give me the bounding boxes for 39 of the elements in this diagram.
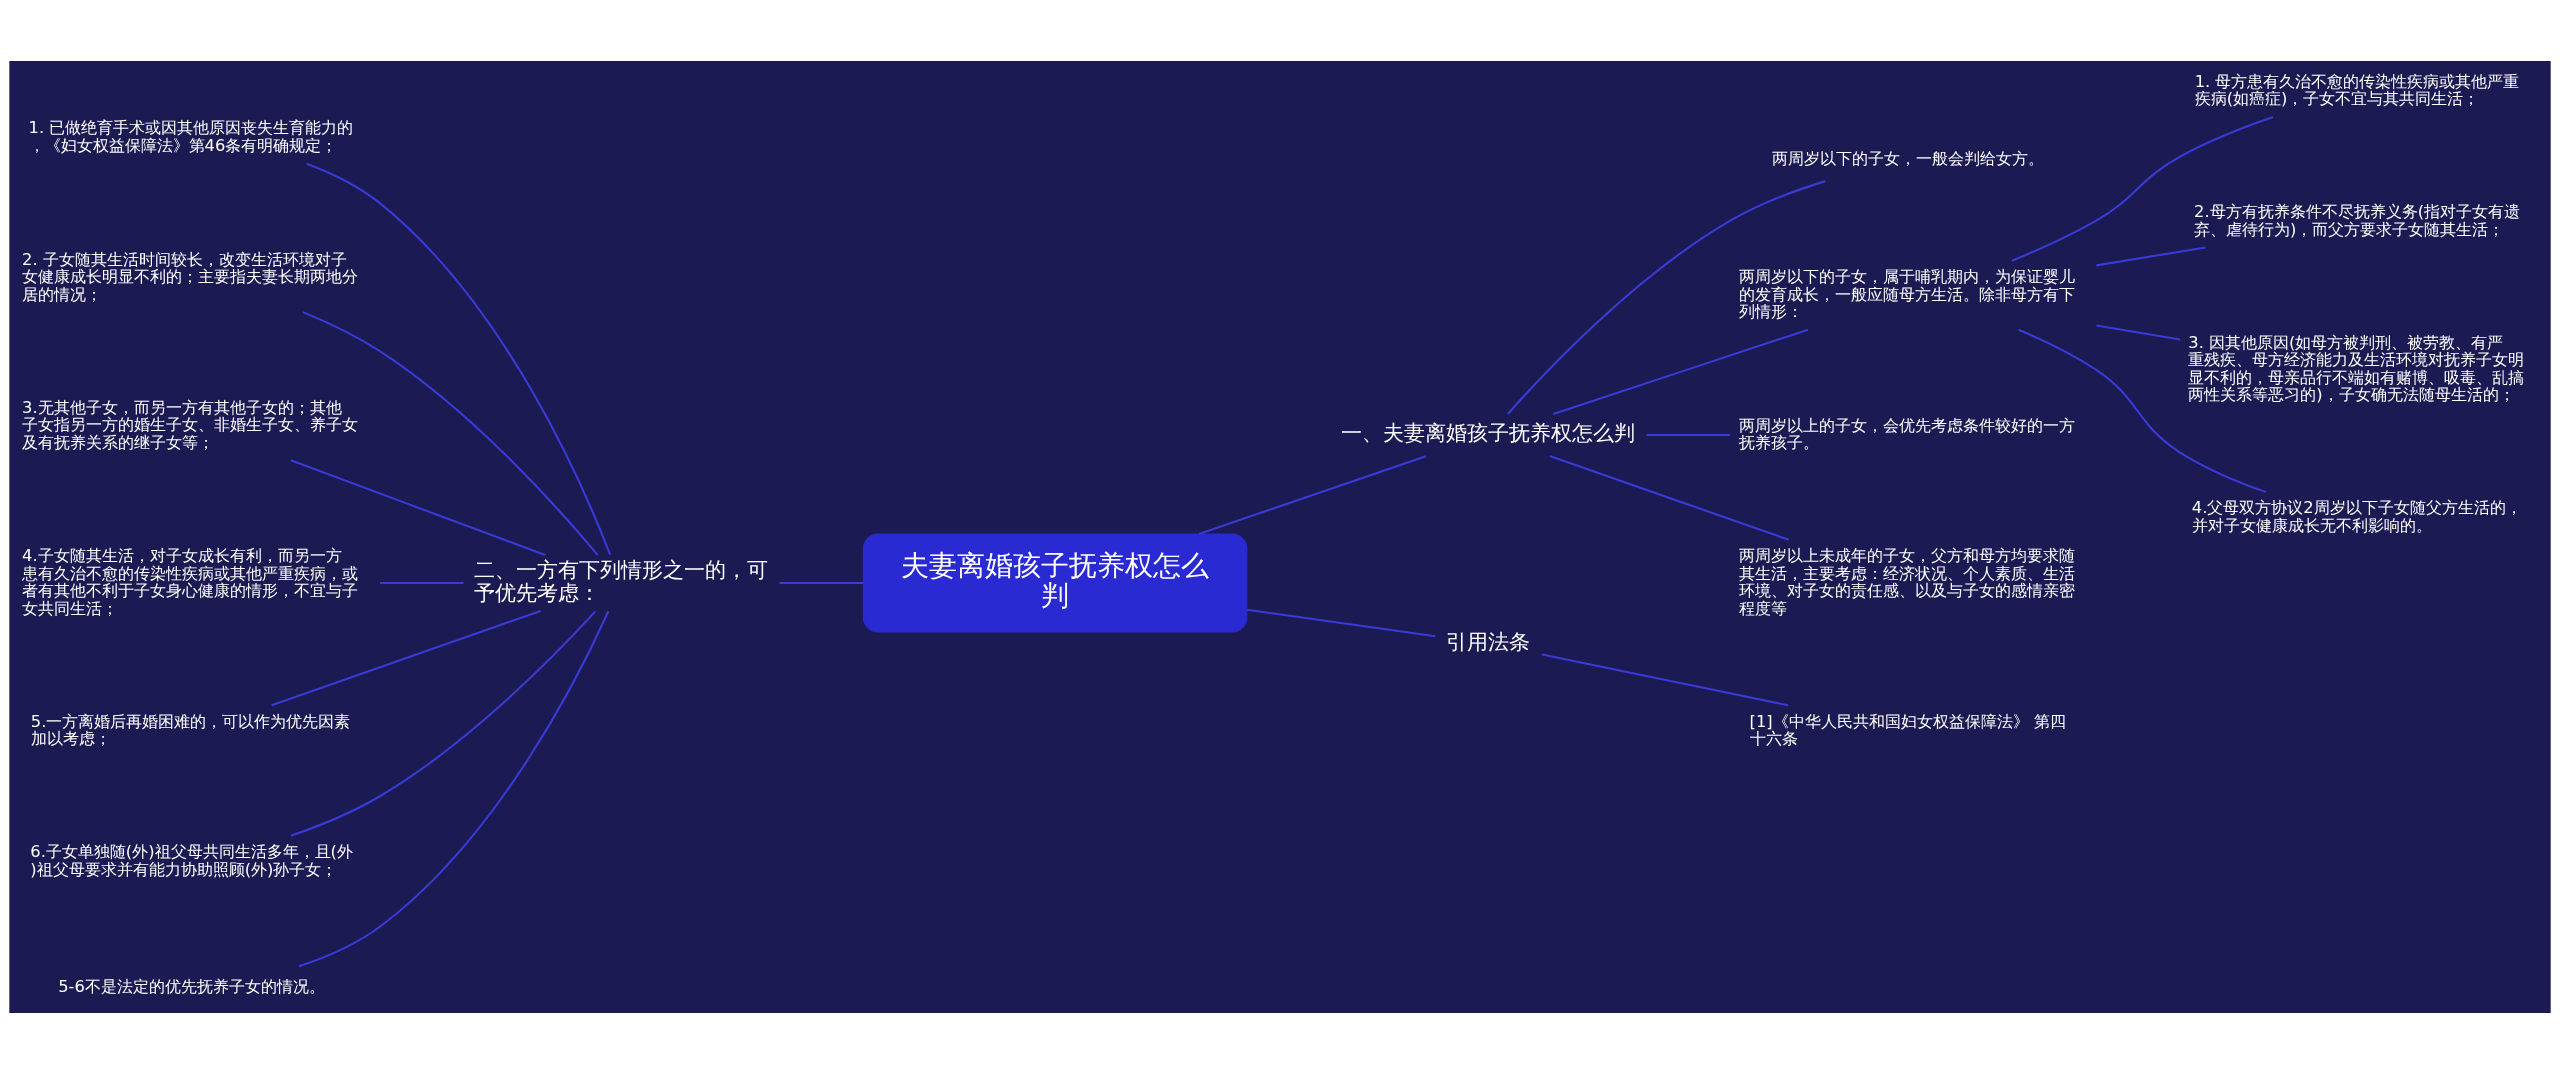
node-text: 3. 因其他原因(如母方被判刑、被劳教、有严重残疾、母方经济能力及生活环境对抚养子女明显不利的，母亲品行不端如有赌博、吸毒、乱搞两性关系等恶习的)，子女确无法随母生活的； [2188, 332, 2525, 405]
node-text: 5.一方离婚后再婚困难的，可以作为优先因素加以考虑； [30, 711, 351, 749]
connector [1507, 180, 1826, 415]
connector [1541, 653, 1789, 707]
node-text: 2. 子女随其生活时间较长，改变生活环境对子女健康成长明显不利的；主要指夫妻长期两地分居的情况； [22, 249, 359, 304]
node-text: 两周岁以上的子女，会优先考虑条件较好的一方抚养孩子。 [1738, 415, 2075, 453]
node-text: [1]《中华人民共和国妇女权益保障法》 第四十六条 [1749, 711, 2066, 749]
node-text: 两周岁以下的子女，属于哺乳期内，为保证婴儿的发育成长，一般应随母方生活。除非母方有下列情形： [1738, 267, 2075, 321]
connector [1198, 455, 1427, 536]
connector [1646, 434, 1731, 437]
node-text: 3.无其他子女，而另一方有其他子女的；其他子女指另一方的婚生子女、非婚生子女、养子女及有抚养关系的继子女等； [22, 397, 359, 452]
node-text: 1. 母方患有久治不愈的传染性疾病或其他严重疾病(如癌症)，子女不宜与其共同生活； [2194, 71, 2520, 109]
node-text: 4.父母双方协议2周岁以下子女随父方生活的，并对子女健康成长无不利影响的。 [2191, 498, 2522, 535]
node-text: 一、夫妻离婚孩子抚养权怎么判 [1341, 421, 1636, 446]
connector [2011, 116, 2274, 262]
connector [306, 162, 612, 556]
connector [379, 582, 464, 585]
connector [290, 459, 546, 556]
connector [298, 610, 610, 968]
node-text: 二、一方有下列情形之一的，可予优先考虑： [474, 557, 769, 605]
node-text: 两周岁以上未成年的子女，父方和母方均要求随其生活，主要考虑：经济状况、个人素质、生活环境、对子女的责任感、以及与子女的感情亲密程度等 [1738, 546, 2075, 618]
node-text: 两周岁以下的子女，一般会判给女方。 [1771, 149, 2044, 169]
node-text: 6.子女单独随(外)祖父母共同生活多年，且(外)祖父母要求并有能力协助照顾(外)孙子女； [30, 842, 353, 879]
connector [271, 610, 541, 707]
node-box: 夫妻离婚孩子抚养权怎么判 [862, 533, 1248, 633]
connector [779, 582, 864, 585]
connector [1246, 608, 1436, 638]
node-text: 1. 已做绝育手术或因其他原因丧失生育能力的，《妇女权益保障法》第46条有明确规定； [28, 118, 354, 155]
connector [302, 311, 599, 556]
connector [1553, 328, 1809, 415]
connector [2018, 328, 2267, 494]
node-text: 4.子女随其生活，对子女成长有利，而另一方患有久治不愈的传染性疾病或其他严重疾病，或者有其他不利于子女身心健康的情形，不宜与子女共同生活； [22, 546, 359, 618]
connector [1549, 455, 1790, 541]
connector [2096, 246, 2206, 267]
connector [290, 610, 597, 837]
node-text: 引用法条 [1446, 629, 1531, 654]
node-text: 5-6不是法定的优先抚养子女的情况。 [58, 976, 325, 996]
node-text: 2.母方有抚养条件不尽抚养义务(指对子女有遗弃、虐待行为)，而父方要求子女随其生活； [2194, 202, 2521, 239]
connector [2096, 324, 2181, 341]
